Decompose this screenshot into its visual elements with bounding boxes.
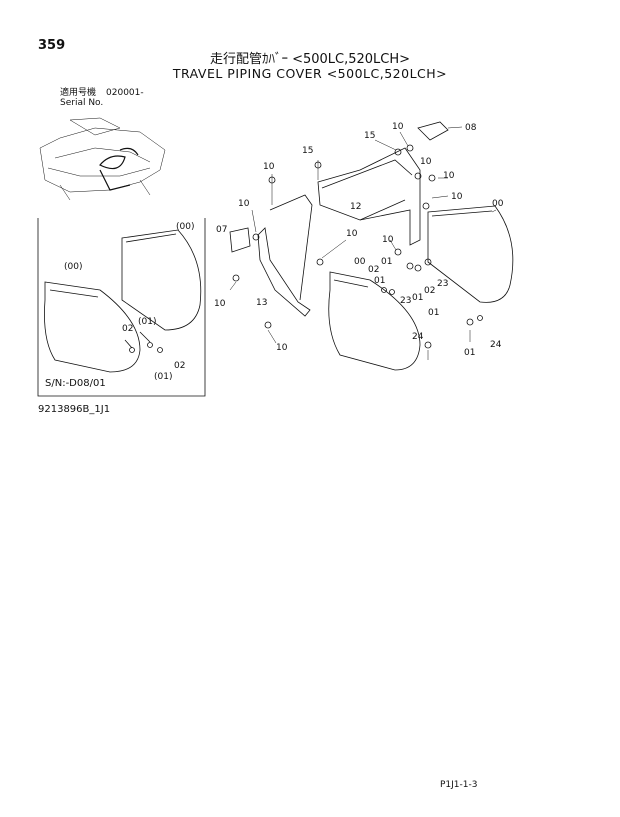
callout-01: 01: [412, 293, 423, 303]
callout-13: 13: [256, 298, 267, 308]
callout-00: 00: [354, 257, 366, 267]
callout-15: 15: [302, 146, 313, 156]
callout-10: 10: [238, 199, 250, 209]
callout-02: 02: [368, 265, 379, 275]
callout-24: 24: [490, 340, 502, 350]
footer-code: P1J1-1-3: [440, 780, 478, 790]
title-english: TRAVEL PIPING COVER <500LC,520LCH>: [172, 66, 448, 81]
callout-10: 10: [382, 235, 394, 245]
callout-00: 00: [492, 199, 504, 209]
callout-02: 02: [424, 286, 435, 296]
callout-08: 08: [465, 123, 477, 133]
callout-07: 07: [216, 225, 227, 235]
callout-01: 01: [381, 257, 392, 267]
inset-callout-00: (00): [176, 222, 194, 232]
machine-thumbnail: [39, 117, 166, 201]
callout-10: 10: [392, 122, 404, 132]
inset-serial-note: S/N:-D08/01: [45, 378, 106, 389]
inset-box: [37, 218, 206, 397]
callout-10: 10: [263, 162, 275, 172]
callout-23: 23: [437, 279, 448, 289]
callout-10: 10: [451, 192, 463, 202]
page-number: 359: [38, 38, 66, 53]
inset-callout-02: 02: [122, 324, 133, 334]
inset-callout-01: (01): [154, 372, 172, 382]
title-japanese: 走行配管ｶﾊﾞｰ <500LC,520LCH>: [209, 52, 411, 67]
serial-block: 適用号機 020001- Serial No.: [60, 88, 144, 108]
serial-label-jp: 適用号機: [60, 88, 97, 98]
callout-01: 01: [464, 348, 475, 358]
callout-01: 01: [428, 308, 439, 318]
callout-labels: 08 15 10 10 15 10 10 10 00 10 12 07 10 1…: [64, 122, 504, 382]
callout-23: 23: [400, 296, 411, 306]
inset-callout-01: (01): [138, 317, 156, 327]
inset-callout-00: (00): [64, 262, 82, 272]
callout-01: 01: [374, 276, 385, 286]
callout-10: 10: [214, 299, 226, 309]
serial-label-en: Serial No.: [60, 98, 104, 108]
callout-15: 15: [364, 131, 375, 141]
callout-12: 12: [350, 202, 361, 212]
callout-10: 10: [443, 171, 455, 181]
callout-10: 10: [346, 229, 358, 239]
callout-10: 10: [276, 343, 288, 353]
callout-10: 10: [420, 157, 432, 167]
serial-value: 020001-: [106, 88, 144, 98]
main-assembly: [229, 121, 514, 371]
document-code: 9213896B_1J1: [38, 404, 111, 415]
callout-24: 24: [412, 332, 424, 342]
inset-callout-02: 02: [174, 361, 185, 371]
